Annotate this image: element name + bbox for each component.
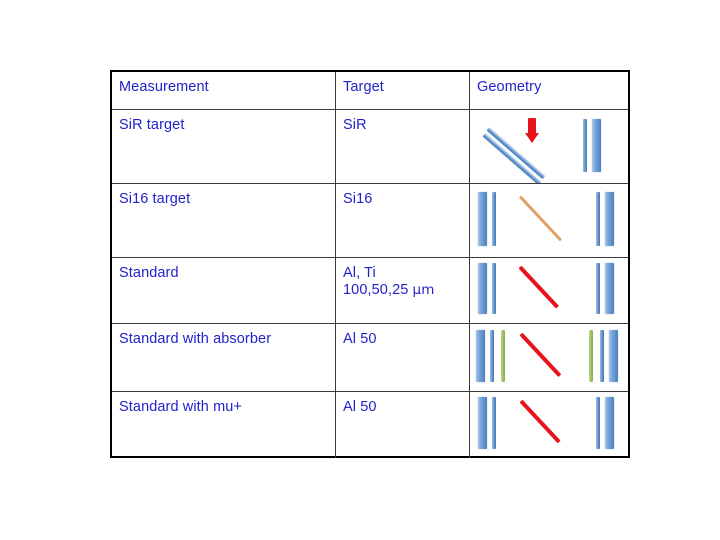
cell-target: Si16 <box>336 184 470 257</box>
target-line-1: Al, Ti <box>343 265 376 281</box>
arrow-shaft <box>528 118 536 134</box>
cell-geometry <box>470 258 628 323</box>
target-label: Al 50 <box>343 399 377 415</box>
target-line-2-value: 100,50,25 <box>343 282 413 298</box>
detector-bar-thin <box>492 192 496 246</box>
cell-measurement: SiR target <box>112 110 336 183</box>
geometry-diagram-absorber <box>470 324 628 391</box>
table-header-row: Measurement Target Geometry <box>112 72 628 110</box>
cell-geometry <box>470 110 628 183</box>
detector-bar-thick <box>605 192 614 246</box>
detector-bar-thin <box>492 263 496 314</box>
cell-target: Al 50 <box>336 392 470 458</box>
measurement-label: Si16 target <box>119 191 191 207</box>
detector-bar-thick <box>592 119 601 172</box>
detector-bar-thin <box>600 330 604 382</box>
detector-bar-thin <box>596 397 600 449</box>
detector-bar-thin <box>583 119 587 172</box>
absorber-bar-green <box>501 330 505 382</box>
measurement-label: SiR target <box>119 117 185 133</box>
detector-bar-thin <box>492 397 496 449</box>
detector-bar-thin <box>596 263 600 314</box>
cell-measurement: Standard with mu+ <box>112 392 336 458</box>
target-line-2-unit: μm <box>412 282 435 298</box>
target-label: SiR <box>343 117 367 133</box>
cell-geometry <box>470 324 628 391</box>
header-cell-measurement: Measurement <box>112 72 336 109</box>
geometry-diagram-muplus <box>470 392 628 458</box>
beam-track-line <box>519 332 562 378</box>
sir-target-strip-lower <box>482 133 542 183</box>
measurement-geometry-table: Measurement Target Geometry SiR target S… <box>110 70 630 458</box>
detector-bar-thick <box>478 263 487 314</box>
cell-measurement: Si16 target <box>112 184 336 257</box>
measurement-label: Standard with mu+ <box>119 399 243 415</box>
beam-track-line <box>519 399 561 444</box>
absorber-bar-green <box>589 330 593 382</box>
header-label-geometry: Geometry <box>477 79 542 95</box>
detector-bar-thick <box>476 330 485 382</box>
geometry-diagram-si16 <box>470 184 628 257</box>
geometry-diagram-sir <box>470 110 628 183</box>
sir-target-strip-upper <box>486 127 546 180</box>
geometry-diagram-standard <box>470 258 628 323</box>
target-label: Al 50 <box>343 331 377 347</box>
detector-bar-thick <box>478 192 487 246</box>
header-cell-target: Target <box>336 72 470 109</box>
detector-bar-thick <box>605 263 614 314</box>
cell-target: Al 50 <box>336 324 470 391</box>
measurement-label: Standard with absorber <box>119 331 272 347</box>
detector-bar-thin <box>596 192 600 246</box>
cell-geometry <box>470 184 628 257</box>
cell-target: SiR <box>336 110 470 183</box>
detector-bar-thin <box>490 330 494 382</box>
detector-bar-thick <box>609 330 618 382</box>
cell-measurement: Standard <box>112 258 336 323</box>
beam-track-line <box>518 265 559 309</box>
table-row: Si16 target Si16 <box>112 184 628 258</box>
table-row: Standard with absorber Al 50 <box>112 324 628 392</box>
target-label: Si16 <box>343 191 373 207</box>
cell-measurement: Standard with absorber <box>112 324 336 391</box>
detector-bar-thick <box>478 397 487 449</box>
cell-geometry <box>470 392 628 458</box>
measurement-label: Standard <box>119 265 179 281</box>
arrow-head <box>525 133 539 143</box>
table-row: SiR target SiR <box>112 110 628 184</box>
header-label-measurement: Measurement <box>119 79 209 95</box>
detector-bar-thick <box>605 397 614 449</box>
header-label-target: Target <box>343 79 384 95</box>
header-cell-geometry: Geometry <box>470 72 628 109</box>
target-foil-line <box>518 195 563 242</box>
table-row: Standard with mu+ Al 50 <box>112 392 628 458</box>
